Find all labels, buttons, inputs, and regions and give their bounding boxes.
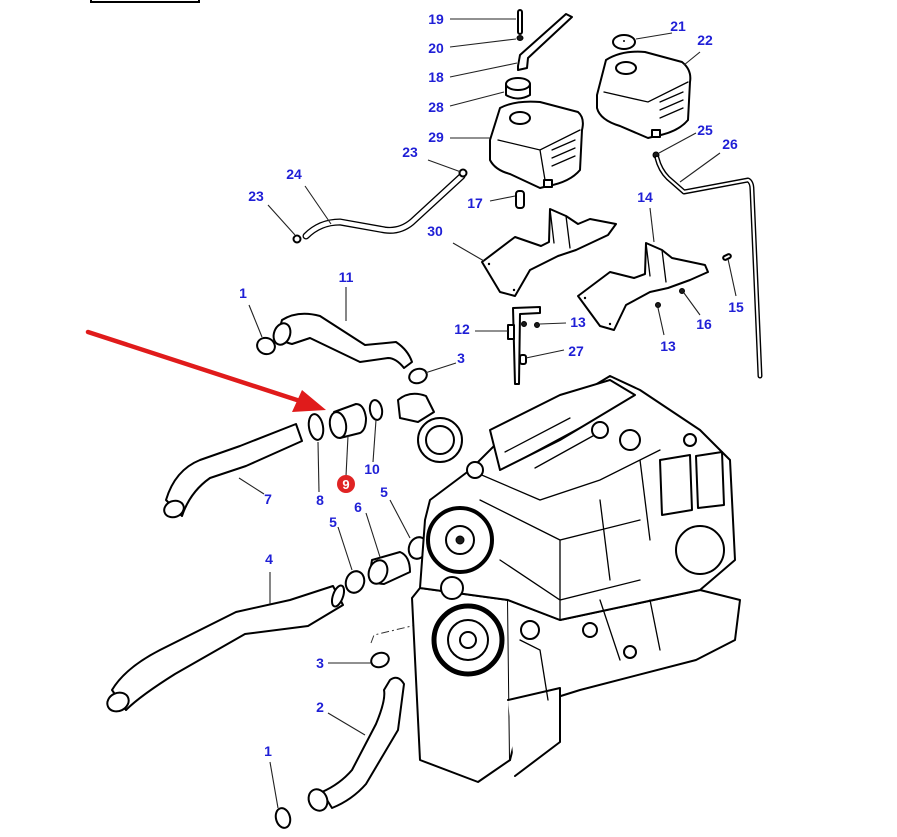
bolt-27[interactable]	[519, 354, 527, 365]
lower-hose-2[interactable]	[305, 676, 405, 814]
intake-hose-7[interactable]	[162, 423, 303, 520]
expansion-tank-29[interactable]	[489, 100, 584, 189]
callout-26[interactable]: 26	[722, 136, 738, 152]
callout-1-top[interactable]: 1	[239, 285, 247, 301]
hose-clamp-3-top[interactable]	[407, 366, 429, 385]
callout-19[interactable]: 19	[428, 11, 444, 27]
svg-text:9: 9	[342, 477, 349, 492]
support-bracket-12[interactable]	[507, 306, 541, 385]
hose-clamp-1-top[interactable]	[255, 335, 277, 356]
callout-5-lower[interactable]: 5	[329, 514, 337, 530]
label-box-frame	[90, 0, 200, 3]
callout-16[interactable]: 16	[696, 316, 712, 332]
hose-clamp-3-bottom[interactable]	[369, 650, 391, 669]
nut-13-right[interactable]	[655, 302, 661, 308]
hose-connector-6[interactable]	[365, 551, 411, 586]
callout-23-right[interactable]: 23	[402, 144, 418, 160]
hose-clip-23-right[interactable]	[458, 168, 468, 178]
callout-15[interactable]: 15	[728, 299, 744, 315]
callout-28[interactable]: 28	[428, 99, 444, 115]
callout-6[interactable]: 6	[354, 499, 362, 515]
hose-clip-23-left[interactable]	[292, 234, 302, 244]
callout-13-right[interactable]: 13	[660, 338, 676, 354]
callout-8[interactable]: 8	[316, 492, 324, 508]
hose-clamp-10[interactable]	[368, 399, 384, 421]
callout-17[interactable]: 17	[467, 195, 483, 211]
nut-16[interactable]	[679, 288, 685, 294]
callout-14[interactable]: 14	[637, 189, 653, 205]
spacer-17[interactable]	[515, 190, 525, 209]
callout-7[interactable]: 7	[264, 491, 272, 507]
filler-cap-28[interactable]	[505, 77, 531, 100]
vent-hose-24[interactable]	[302, 172, 466, 240]
callout-25[interactable]: 25	[697, 122, 713, 138]
bleed-pipe-26[interactable]	[654, 155, 763, 379]
pressure-cap-21[interactable]	[612, 34, 636, 50]
assembly-line	[370, 623, 421, 644]
expansion-tank-22[interactable]	[596, 50, 692, 139]
callout-22[interactable]: 22	[697, 32, 713, 48]
callout-29[interactable]: 29	[428, 129, 444, 145]
bracket-14[interactable]	[577, 242, 709, 331]
callout-labels: 19 20 18 28 29 23 23 24 17 21 22 25 26 1…	[239, 11, 744, 759]
callout-5-upper[interactable]: 5	[380, 484, 388, 500]
nut-13-left[interactable]	[521, 321, 540, 328]
callout-27[interactable]: 27	[568, 343, 584, 359]
intercooler-hose-4[interactable]	[104, 584, 346, 715]
pointer-arrow	[85, 329, 326, 412]
callout-24[interactable]: 24	[286, 166, 302, 182]
strap-18[interactable]	[517, 13, 573, 71]
hose-connector-9[interactable]	[328, 403, 367, 439]
bolt-19[interactable]	[517, 9, 523, 35]
callout-10[interactable]: 10	[364, 461, 380, 477]
callout-12[interactable]: 12	[454, 321, 470, 337]
callout-3-bottom[interactable]: 3	[316, 655, 324, 671]
washer-20[interactable]	[516, 35, 524, 41]
hose-clamp-8[interactable]	[307, 413, 325, 441]
callout-30[interactable]: 30	[427, 223, 443, 239]
hose-clamp-1-bottom[interactable]	[274, 807, 293, 830]
bracket-30[interactable]	[481, 208, 617, 297]
hose-clamp-5-left[interactable]	[343, 569, 367, 596]
callout-2[interactable]: 2	[316, 699, 324, 715]
callout-20[interactable]: 20	[428, 40, 444, 56]
upper-hose-11[interactable]	[271, 312, 413, 369]
highlight-badge-9[interactable]: 9	[337, 475, 355, 493]
callout-23-left[interactable]: 23	[248, 188, 264, 204]
callout-18[interactable]: 18	[428, 69, 444, 85]
callout-13-left[interactable]: 13	[570, 314, 586, 330]
callout-11[interactable]: 11	[339, 269, 354, 285]
callout-21[interactable]: 21	[670, 18, 686, 34]
callout-4[interactable]: 4	[265, 551, 273, 567]
plug-15[interactable]	[722, 253, 732, 261]
callout-1-bottom[interactable]: 1	[264, 743, 272, 759]
leader-lines	[238, 18, 737, 809]
engine-assembly[interactable]	[397, 375, 741, 783]
callout-3-top[interactable]: 3	[457, 350, 465, 366]
